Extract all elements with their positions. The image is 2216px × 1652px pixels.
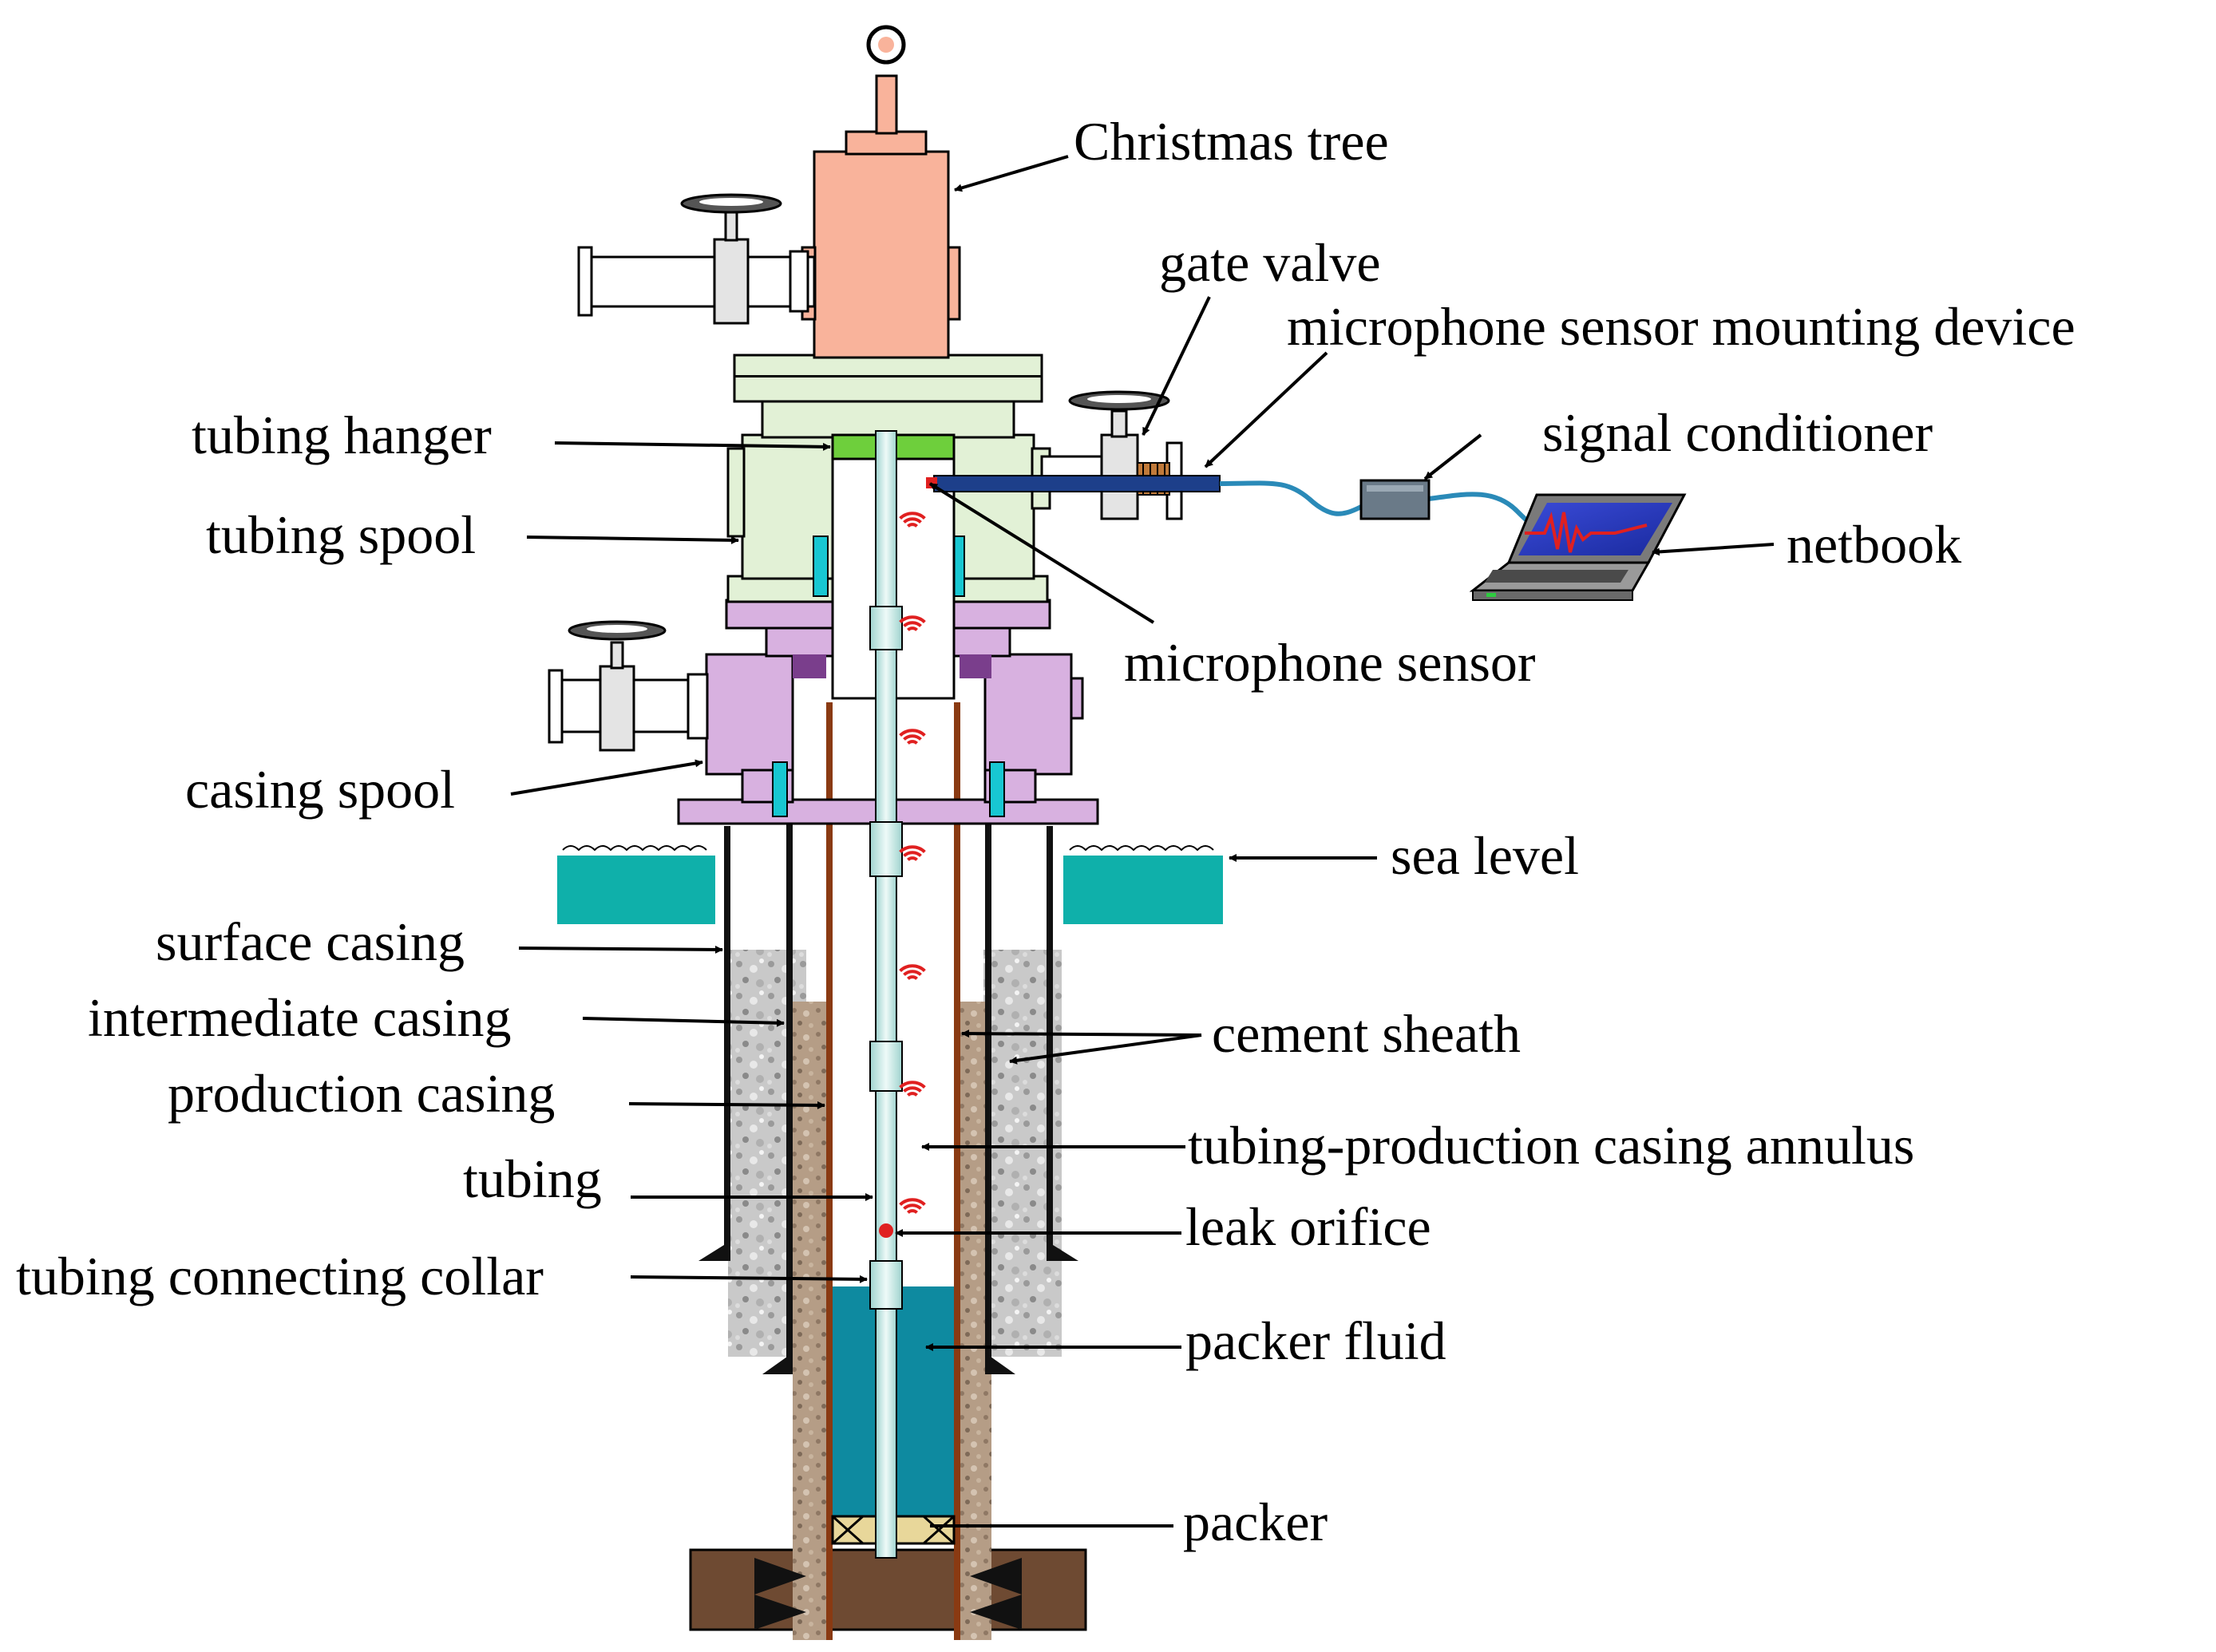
label-cement-sheath: cement sheath [1212,1003,1521,1064]
leader-signal-conditioner [1423,433,1482,480]
label-signal-conditioner: signal conditioner [1542,402,1933,463]
sound-wave-icon [899,512,926,528]
sensor-cable [1219,480,1363,516]
label-tubing-connecting-collar: tubing connecting collar [16,1246,544,1306]
label-microphone-sensor: microphone sensor [1124,632,1536,693]
label-annulus: tubing-production casing annulus [1188,1115,1914,1176]
handwheel-icon [680,193,782,214]
leader-microphone-sensor [928,482,1155,624]
surface-casing [698,826,1078,1261]
sound-wave-icon [899,615,926,631]
label-christmas-tree: Christmas tree [1074,111,1389,172]
signal-conditioner [1359,479,1431,520]
leader-production-casing [628,1101,825,1109]
sea-water [557,845,1223,924]
leader-netbook [1652,543,1775,556]
leader-cement-sheath-b [1009,1033,1202,1065]
christmas-tree-side-valve [577,210,816,325]
labels: Christmas tree gate valve microphone sen… [16,111,2076,1552]
leader-tubing-collar [630,1275,868,1283]
label-surface-casing: surface casing [156,911,465,972]
label-tubing-hanger: tubing hanger [192,405,492,465]
label-netbook: netbook [1787,514,1961,575]
handwheel-icon [1068,390,1170,411]
leader-tubing-hanger [554,441,831,451]
label-tubing: tubing [463,1148,602,1209]
leak-dot-icon [879,1223,893,1238]
label-leak-orifice: leak orifice [1185,1196,1431,1257]
tubing [875,430,897,1559]
sound-waves [899,512,926,1214]
sound-wave-icon [899,729,926,745]
label-packer-fluid: packer fluid [1185,1310,1446,1371]
label-intermediate-casing: intermediate casing [88,987,512,1048]
christmas-tree [733,25,1043,403]
label-production-casing: production casing [168,1063,555,1124]
leader-tubing-spool [526,536,739,544]
sound-wave-icon [899,1081,926,1097]
label-sea-level: sea level [1391,825,1579,886]
leader-casing-spool [510,759,703,796]
casing-spool [677,599,1099,825]
ground-formation [689,1548,1087,1631]
leader-christmas-tree [954,155,1069,192]
leader-mounting-device [1204,351,1328,468]
label-casing-spool: casing spool [185,759,455,820]
leader-intermediate-casing [582,1017,785,1027]
casing-spool-side-valve [548,641,709,752]
laptop-icon [1469,493,1687,601]
label-mounting-device: microphone sensor mounting device [1287,296,2076,357]
leader-surface-casing [518,945,723,954]
leader-cement-sheath-a [961,1030,1202,1038]
sound-wave-icon [899,964,926,980]
sound-wave-icon [899,845,926,861]
production-casing [754,702,1022,1640]
label-packer: packer [1183,1492,1328,1552]
handwheel-icon [568,620,667,641]
leader-lines [510,155,1775,1528]
intermediate-casing [762,802,1015,1374]
microphone-sensor-rod [926,475,1221,492]
label-tubing-spool: tubing spool [206,504,476,565]
leader-gate-valve [1142,296,1211,436]
label-gate-valve: gate valve [1159,232,1381,293]
sound-wave-icon [899,1198,926,1214]
